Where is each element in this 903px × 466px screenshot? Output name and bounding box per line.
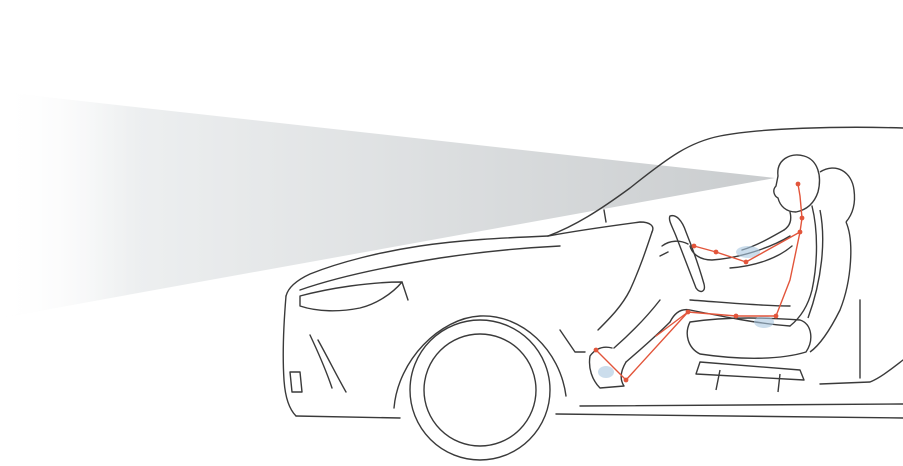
seat bbox=[687, 168, 854, 392]
line-of-sight-beam bbox=[0, 92, 775, 318]
posture-skeleton-overlay bbox=[594, 182, 805, 383]
